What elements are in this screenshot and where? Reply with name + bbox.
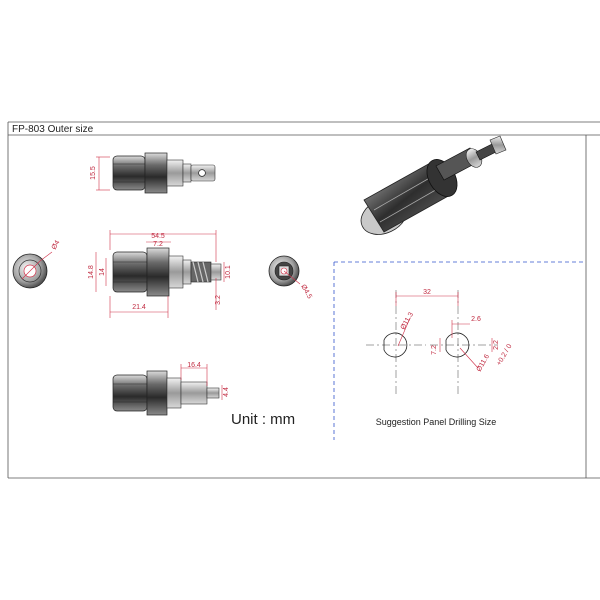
drawing-frame [7,121,600,479]
drawing-title: FP-803 Outer size [12,124,94,135]
dim-drill-dia-b: Ø11.6 [476,353,491,373]
rear-view [268,255,301,287]
drilling-section [333,261,586,440]
dim-body-length: 21.4 [132,304,146,311]
dim-total-length: 54.5 [151,233,165,240]
dim-drill-flat: 2.6 [471,316,481,323]
dim-thread: 10.1 [225,265,232,279]
dim-top-height: 15.5 [90,166,97,180]
bottom-view [112,364,223,416]
dim-front-dia: Ø4 [51,239,62,251]
side-view [95,230,225,318]
top-view [96,152,216,194]
drilling-caption: Suggestion Panel Drilling Size [376,417,497,427]
dim-collar: 7.2 [153,241,163,248]
isometric-view [360,135,507,235]
front-view [12,251,53,289]
dim-rear-dia: Ø4.5 [299,284,313,301]
dim-drill-key-v: 2.2 [493,340,500,350]
dim-body-inner: 14 [99,268,106,276]
dim-drill-dia-a: Ø11.3 [400,311,415,331]
dim-drill-key-h: 7.2 [431,345,438,355]
dim-body-outer: 14.8 [88,265,95,279]
dim-drill-spacing: 32 [423,289,431,296]
dim-pin-width: 4.4 [223,387,230,397]
dim-pin-offset: 3.2 [215,295,222,305]
dim-pin-length: 16.4 [187,362,201,369]
unit-label: Unit : mm [231,411,295,428]
